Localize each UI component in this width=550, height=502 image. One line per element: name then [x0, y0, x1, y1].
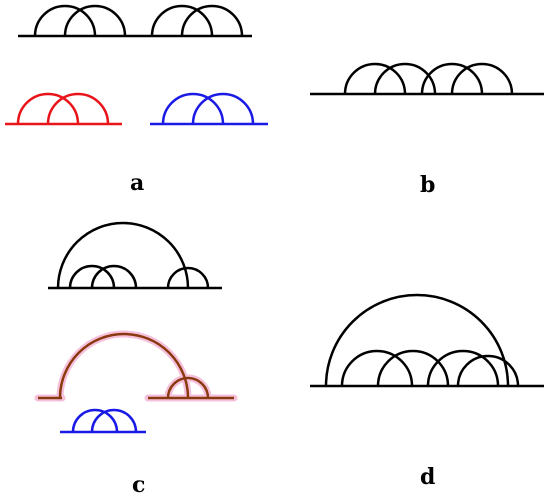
panel-a-top-arc-4	[180, 4, 244, 37]
panel-c-blue-arc-2	[90, 408, 138, 433]
panel-b-arc-3	[420, 62, 484, 95]
panel-d-arc-4	[456, 354, 520, 387]
panel-d	[310, 293, 544, 388]
panel-c-brown-large-arc	[58, 332, 190, 399]
panel-a-red-arc-1	[16, 92, 80, 125]
panel-c-bottom	[34, 330, 238, 434]
panel-a-red-arc-2	[46, 92, 110, 125]
panel-d-large-arc	[324, 293, 510, 387]
panel-a-top-arc-3	[150, 4, 214, 37]
panel-c-top-small-arc-3	[166, 266, 210, 289]
panel-c-top	[48, 221, 222, 290]
panel-label-c: c	[132, 472, 146, 498]
panel-d-arc-3	[426, 349, 500, 387]
panel-a-top-arc-1	[33, 4, 97, 37]
panel-c-top-small-arc-1	[68, 264, 116, 289]
panel-c-brown-small-arc	[166, 376, 210, 399]
panel-label-b: b	[420, 172, 436, 198]
panel-d-arc-1	[340, 349, 414, 387]
panel-a	[5, 4, 268, 126]
panel-b-arc-2	[373, 62, 437, 95]
panel-b	[310, 62, 544, 96]
panel-a-blue-arc-1	[161, 92, 225, 125]
panel-a-top-arc-2	[63, 4, 127, 37]
panel-label-d: d	[420, 464, 436, 490]
panel-a-blue-arc-2	[191, 92, 255, 125]
panel-c-top-large-arc	[56, 221, 190, 289]
panel-c-top-small-arc-2	[90, 264, 138, 289]
panel-d-arc-2	[376, 349, 450, 387]
panel-b-arc-4	[450, 62, 514, 95]
panel-b-arc-1	[343, 62, 407, 95]
panel-c-blue-arc-1	[71, 408, 119, 433]
panel-label-a: a	[130, 170, 145, 196]
